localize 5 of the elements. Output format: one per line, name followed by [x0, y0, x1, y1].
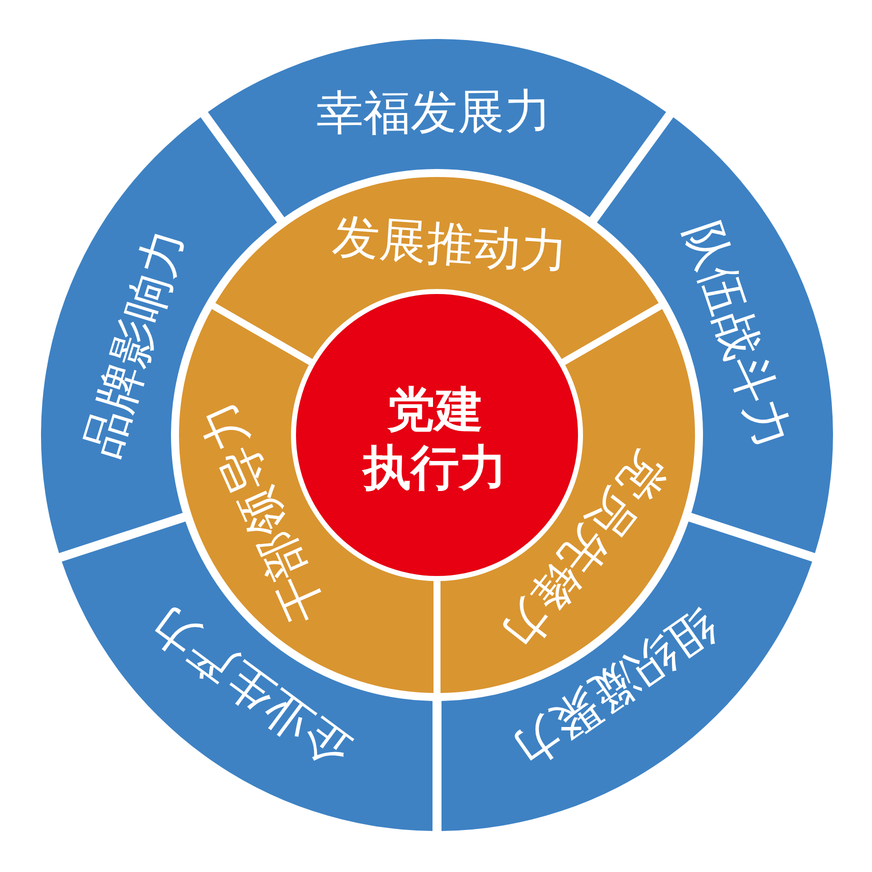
segment-label: 队伍战斗力: [674, 215, 798, 454]
segment-label: 幸福发展力: [316, 86, 552, 140]
segment-label: 品牌影响力: [76, 222, 194, 463]
center-label: 党建执行力: [361, 381, 508, 497]
segment-label: 发展推动力: [331, 211, 570, 280]
